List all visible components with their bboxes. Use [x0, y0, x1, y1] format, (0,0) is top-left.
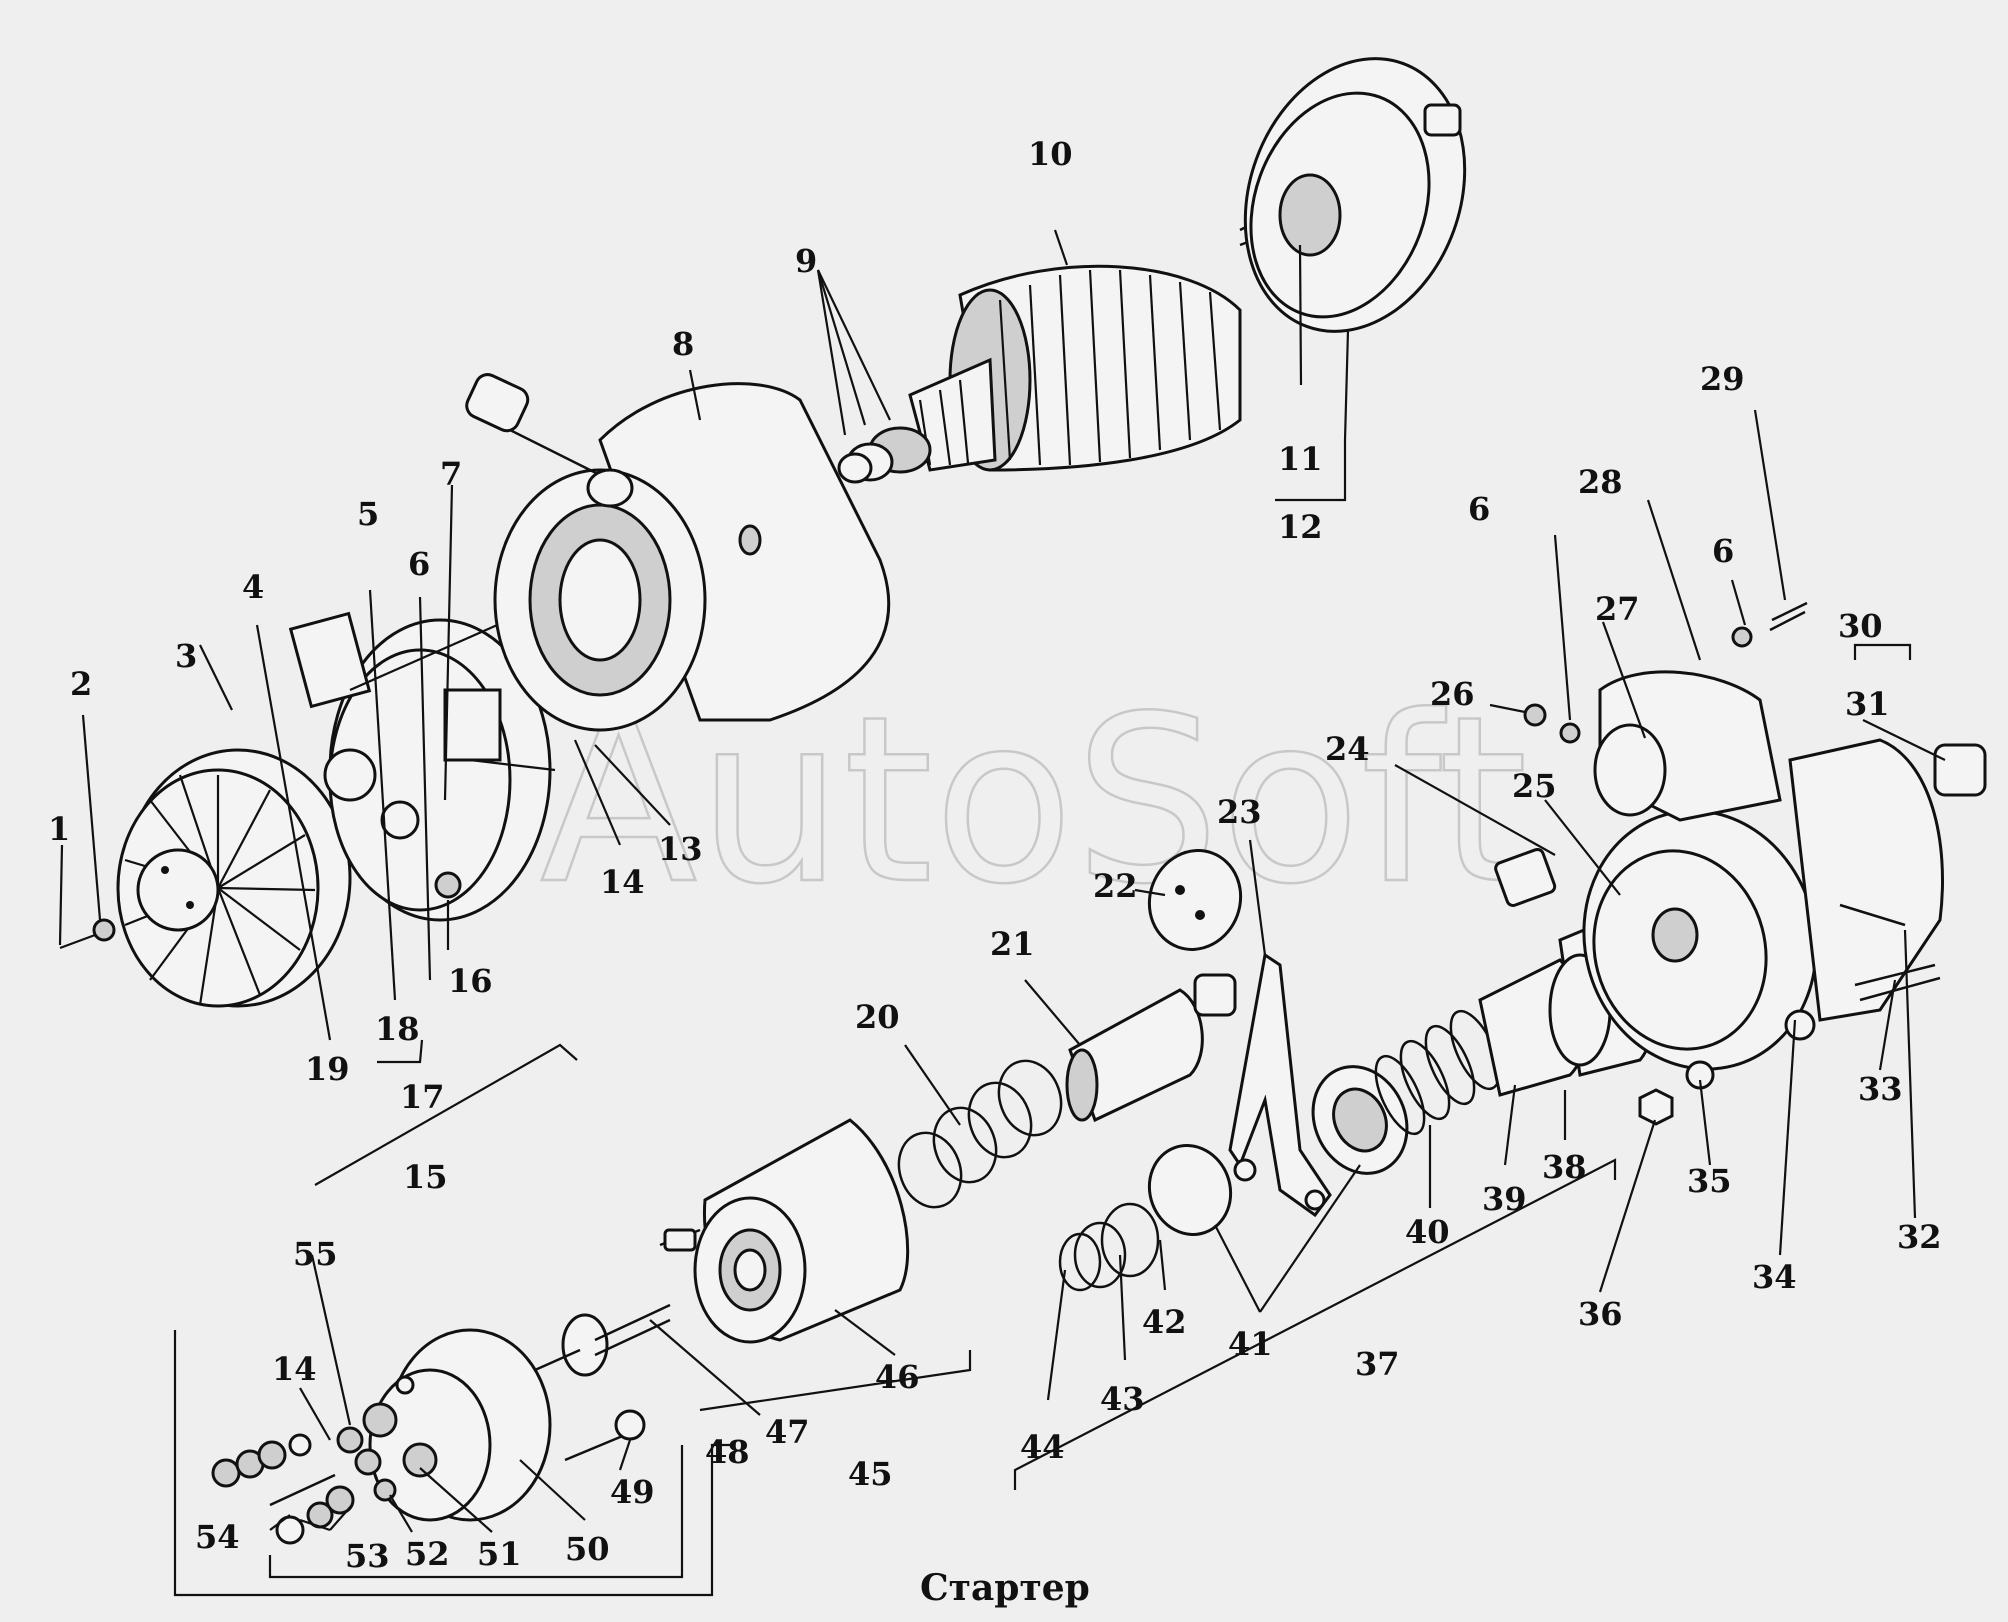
callout-19: 19 — [305, 1050, 350, 1088]
callout-6-right: 6 — [1712, 532, 1734, 570]
stator-housing-drawing — [465, 373, 891, 732]
callout-20: 20 — [855, 998, 900, 1036]
callout-5: 5 — [357, 495, 379, 533]
callout-3: 3 — [175, 637, 197, 675]
callout-31: 31 — [1845, 685, 1890, 723]
spring-drawing — [897, 1059, 1063, 1209]
callout-41: 41 — [1228, 1325, 1273, 1363]
callout-14-bottom: 14 — [272, 1350, 317, 1388]
callout-39: 39 — [1482, 1180, 1527, 1218]
callout-37: 37 — [1355, 1345, 1400, 1383]
callout-47: 47 — [765, 1413, 810, 1451]
end-cap-drawing — [59, 748, 352, 1008]
callout-36: 36 — [1578, 1295, 1623, 1333]
callout-1: 1 — [48, 810, 70, 848]
brush-holder-drawing — [288, 611, 556, 922]
callout-22: 22 — [1093, 867, 1138, 905]
rear-cover-drawing — [1243, 57, 1467, 333]
callout-49: 49 — [610, 1473, 655, 1511]
callout-23: 23 — [1217, 793, 1262, 831]
callout-4: 4 — [242, 568, 264, 606]
callout-44: 44 — [1020, 1428, 1065, 1466]
callout-30: 30 — [1838, 607, 1883, 645]
callout-24: 24 — [1325, 730, 1370, 768]
callout-11: 11 — [1278, 440, 1323, 478]
callout-6-left: 6 — [408, 545, 430, 583]
bushing-drawing — [1065, 973, 1237, 1123]
callout-9: 9 — [795, 242, 817, 280]
callout-25: 25 — [1512, 767, 1557, 805]
callout-55: 55 — [293, 1235, 338, 1273]
callout-46: 46 — [875, 1358, 920, 1396]
callout-35: 35 — [1687, 1162, 1732, 1200]
callout-17: 17 — [400, 1078, 445, 1116]
callout-10: 10 — [1028, 135, 1073, 173]
callout-51: 51 — [477, 1535, 522, 1573]
callout-53: 53 — [345, 1537, 390, 1575]
callout-33: 33 — [1858, 1070, 1903, 1108]
callout-50: 50 — [565, 1530, 610, 1568]
callout-15: 15 — [403, 1158, 448, 1196]
callout-26: 26 — [1430, 675, 1475, 713]
solenoid-drawing — [659, 1118, 910, 1344]
front-housing-drawing — [1494, 601, 1987, 1126]
callout-29: 29 — [1700, 360, 1745, 398]
callout-27: 27 — [1595, 590, 1640, 628]
armature-drawing — [837, 208, 1281, 484]
callout-38: 38 — [1542, 1148, 1587, 1186]
callout-14-top: 14 — [600, 863, 645, 901]
callout-40: 40 — [1405, 1213, 1450, 1251]
leader-lines — [58, 229, 1946, 1597]
callout-43: 43 — [1100, 1380, 1145, 1418]
callout-8: 8 — [672, 325, 694, 363]
nuts-and-washers-drawing — [211, 1426, 397, 1545]
callout-21: 21 — [990, 925, 1035, 963]
callout-52: 52 — [405, 1535, 450, 1573]
callout-6-mid: 6 — [1468, 490, 1490, 528]
callout-28: 28 — [1578, 463, 1623, 501]
callout-18: 18 — [375, 1010, 420, 1048]
callout-48: 48 — [705, 1433, 750, 1471]
callout-34: 34 — [1752, 1258, 1797, 1296]
callout-7: 7 — [440, 455, 462, 493]
watermark-text: AutoSoft — [540, 668, 1528, 935]
callout-labels: 10 9 8 11 12 7 5 6 4 3 2 1 13 14 16 18 1… — [48, 135, 1942, 1575]
shift-fork-drawing — [1228, 952, 1332, 1218]
callout-2: 2 — [70, 665, 92, 703]
callout-32: 32 — [1897, 1218, 1942, 1256]
core-drawing — [534, 1303, 671, 1377]
plate-drawing — [1147, 849, 1243, 951]
callout-13: 13 — [658, 830, 703, 868]
callout-42: 42 — [1142, 1303, 1187, 1341]
solenoid-cover-drawing — [362, 1328, 646, 1522]
callout-45: 45 — [848, 1455, 893, 1493]
diagram-caption: Стартер — [920, 1567, 1090, 1609]
callout-54: 54 — [195, 1518, 240, 1556]
callout-12: 12 — [1278, 508, 1323, 546]
callout-16: 16 — [448, 962, 493, 1000]
